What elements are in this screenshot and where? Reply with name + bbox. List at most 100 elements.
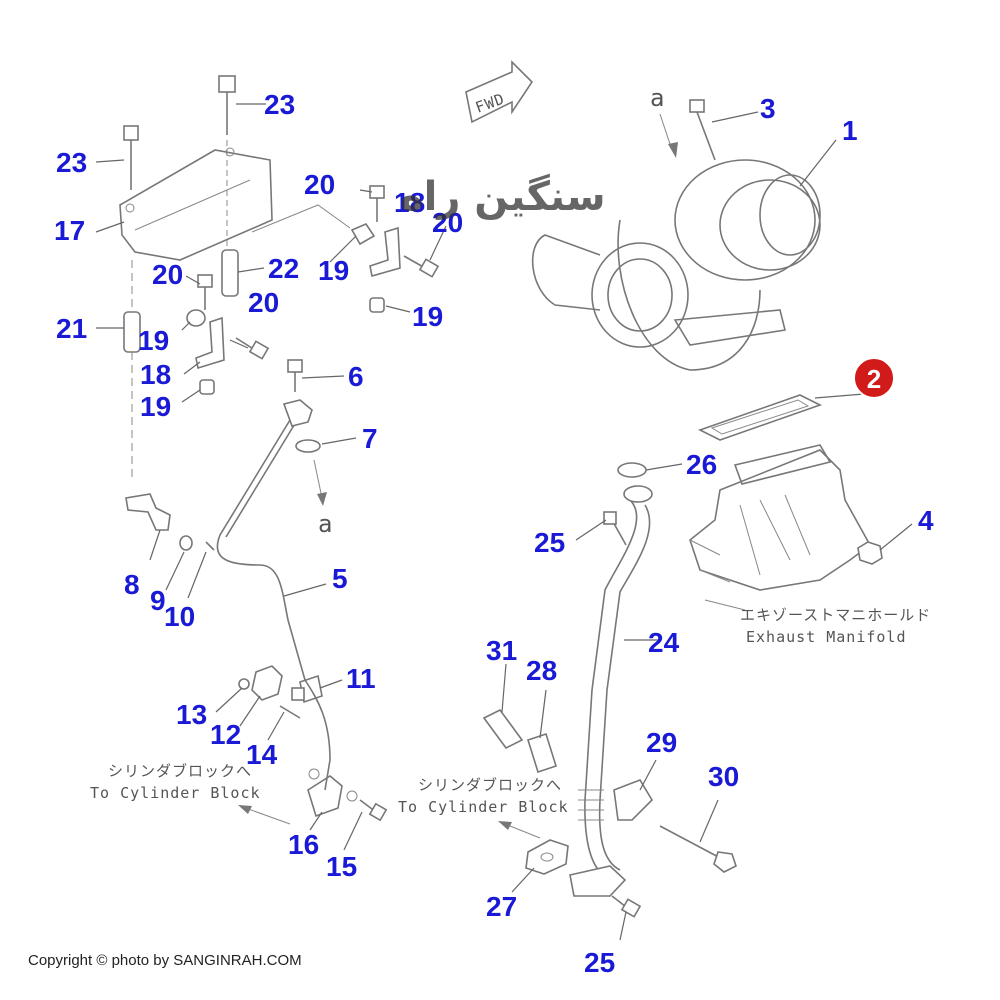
leader-lines	[95, 103, 913, 941]
note-exhaust-en: Exhaust Manifold	[746, 628, 907, 646]
highlight-callout-2: 2	[853, 357, 895, 399]
clip-8-part	[125, 493, 171, 531]
washer-9-part	[179, 535, 193, 551]
bolt-6-part	[287, 359, 303, 392]
view-marker-top: a	[650, 84, 678, 158]
callout-14: 14	[246, 739, 278, 770]
callout-1: 1	[842, 115, 858, 146]
callout-25-lower: 25	[584, 947, 615, 978]
clamp-29-part	[613, 779, 654, 821]
callout-27: 27	[486, 891, 517, 922]
callout-18-left: 18	[140, 359, 171, 390]
turbo-bolt-part	[689, 99, 716, 161]
spacer-21-part	[123, 260, 141, 480]
note-cyl-left-jp: シリンダブロックへ	[108, 762, 252, 780]
bolt-25-upper-part	[603, 511, 627, 546]
view-marker-bottom-label: a	[318, 510, 333, 538]
copyright-text: Copyright © photo by SANGINRAH.COM	[28, 952, 302, 969]
callout-19-upper-left: 19	[138, 325, 169, 356]
callout-4: 4	[918, 505, 934, 536]
nut-part	[857, 541, 883, 565]
fwd-label: FWD	[473, 90, 507, 117]
callout-23-left: 23	[56, 147, 87, 178]
note-exhaust-jp: エキゾーストマニホールド	[740, 606, 931, 624]
callout-23-right: 23	[264, 89, 295, 120]
pin-31-part	[482, 708, 524, 750]
callout-22: 22	[268, 253, 299, 284]
callout-20-top: 20	[304, 169, 335, 200]
oil-supply-tube-part	[205, 399, 331, 791]
turbocharger-part	[531, 159, 821, 371]
callout-25-upper: 25	[534, 527, 565, 558]
callout-20-right: 20	[432, 207, 463, 238]
clamp-28-part	[527, 732, 557, 774]
callout-29: 29	[646, 727, 677, 758]
callout-6: 6	[348, 361, 364, 392]
washer-13-part	[238, 678, 250, 690]
highlight-callout-label: 2	[867, 364, 881, 394]
bracket-18-right-part	[369, 226, 401, 278]
callout-28: 28	[526, 655, 557, 686]
bolt-23-right-part	[218, 75, 236, 250]
bolt-20-right-part	[403, 255, 440, 278]
bolt-30-part	[659, 825, 737, 873]
callout-17: 17	[54, 215, 85, 246]
arrow-cyl-block-right-icon	[498, 821, 541, 839]
gasket-12-part	[251, 665, 283, 701]
callout-21: 21	[56, 313, 87, 344]
callout-3: 3	[760, 93, 776, 124]
view-marker-bottom: a	[313, 459, 333, 538]
spacer-22-part	[221, 249, 239, 297]
reference-line	[251, 204, 351, 233]
bolt-20-left-part	[197, 274, 213, 310]
callout-20-mid: 20	[248, 287, 279, 318]
callout-10: 10	[164, 601, 195, 632]
callout-26: 26	[686, 449, 717, 480]
callout-20-left: 20	[152, 259, 183, 290]
callout-31: 31	[486, 635, 517, 666]
callout-7: 7	[362, 423, 378, 454]
callout-19-upper-right: 19	[318, 255, 349, 286]
callout-19-lower-left: 19	[140, 391, 171, 422]
callout-24: 24	[648, 627, 680, 658]
view-marker-top-label: a	[650, 84, 665, 112]
note-cyl-right-jp: シリンダブロックへ	[418, 776, 562, 794]
callout-30: 30	[708, 761, 739, 792]
gasket-26-part	[617, 462, 647, 478]
callout-13: 13	[176, 699, 207, 730]
collar-19-upper-left-part	[186, 309, 206, 327]
callout-11: 11	[346, 663, 376, 694]
heat-shield-bracket-part	[119, 147, 273, 261]
bolt-25-lower-part	[611, 895, 642, 918]
callout-9: 9	[150, 585, 166, 616]
callout-labels: 1 3 4 5 6 7 8 9 10 11 12 13 14 15 16 17 …	[54, 89, 934, 978]
exhaust-manifold-part	[689, 444, 872, 611]
arrow-cyl-block-left-icon	[238, 805, 291, 825]
note-cyl-right-en: To Cylinder Block	[398, 798, 569, 816]
oil-drain-tube-part	[569, 485, 653, 897]
gasket-27-part	[525, 839, 569, 875]
bolt-23-left-part	[123, 125, 139, 190]
note-cyl-left-en: To Cylinder Block	[90, 784, 261, 802]
callout-8: 8	[124, 569, 140, 600]
collar-19-lower-left-part	[199, 379, 215, 395]
collar-19-upper-right-part	[350, 223, 376, 246]
bolt-15-part	[359, 799, 388, 822]
bolt-20-mid-part	[235, 337, 270, 360]
fwd-arrow-icon: FWD	[465, 60, 534, 124]
turbo-gasket-part	[697, 394, 823, 441]
notes: エキゾーストマニホールド Exhaust Manifold シリンダブロックへ …	[90, 606, 931, 816]
callout-16: 16	[288, 829, 319, 860]
watermark-logo: سنگین راه	[400, 173, 606, 220]
callout-5: 5	[332, 563, 348, 594]
bracket-18-left-part	[195, 316, 225, 370]
collar-19-lower-right-part	[369, 297, 385, 313]
callout-18-right: 18	[394, 187, 425, 218]
callout-15: 15	[326, 851, 357, 882]
flange-16-part	[307, 768, 358, 818]
callout-19-lower-right: 19	[412, 301, 443, 332]
callout-12: 12	[210, 719, 241, 750]
bolt-20-top-part	[369, 185, 385, 222]
